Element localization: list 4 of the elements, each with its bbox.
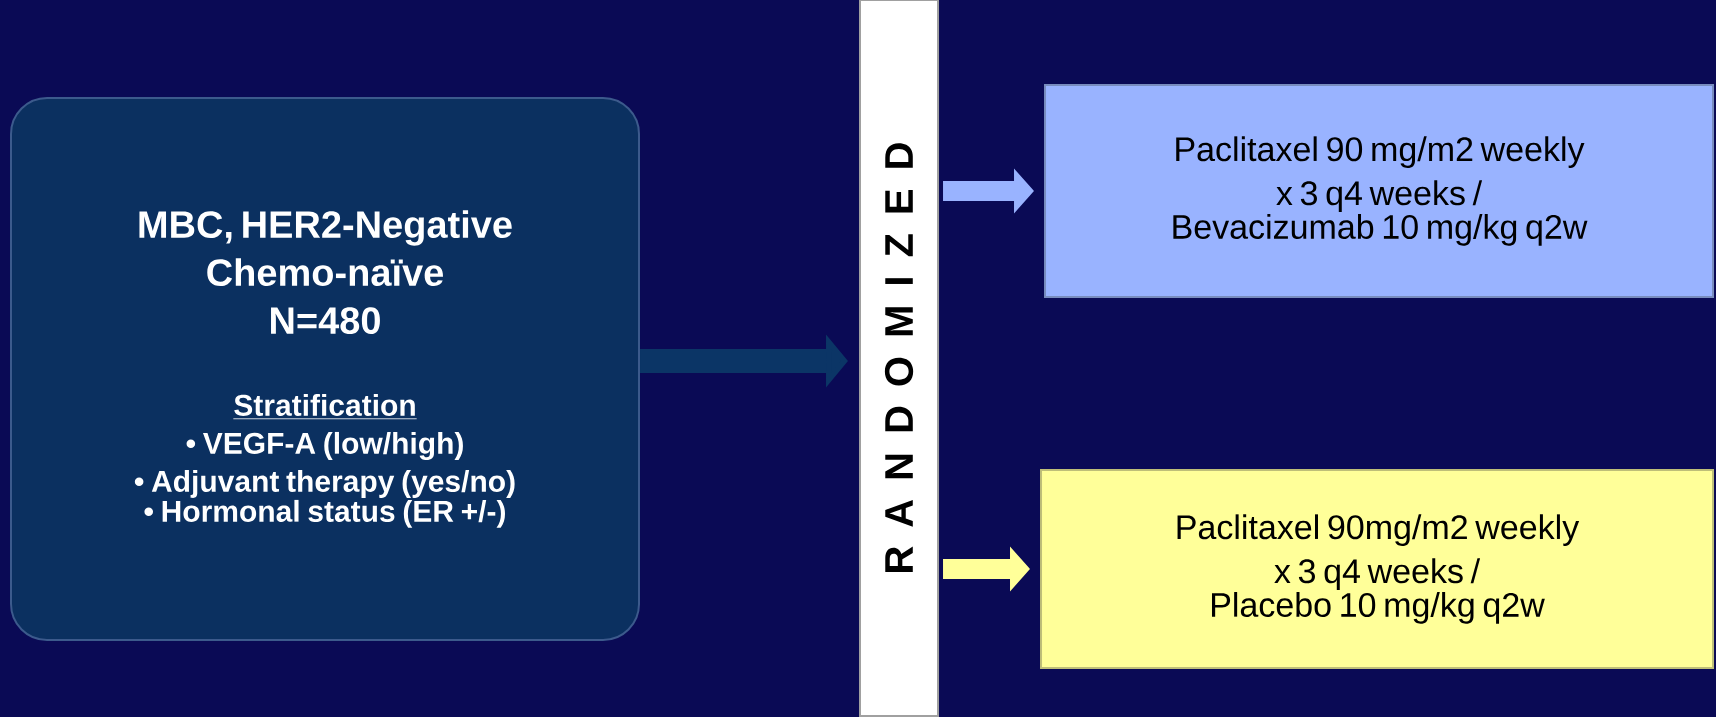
randomized-bar: R A N D O M I Z E D xyxy=(859,0,939,717)
treatment-arm-box: Paclitaxel 90mg/m2 weekly x 3 q4 weeks / Placebo 10 mg/kg q2w xyxy=(1040,469,1715,669)
study-population-box: MBC, HER2-Negative Chemo-naïve N=480 Stratification • VEGF-A (low/high) • Adjuvant therapy (yes/no) • Hormonal status (ER +/-) xyxy=(10,97,640,641)
treatment-arm-box: Paclitaxel 90 mg/m2 weekly x 3 q4 weeks / Bevacizumab 10 mg/kg q2w xyxy=(1044,84,1715,298)
